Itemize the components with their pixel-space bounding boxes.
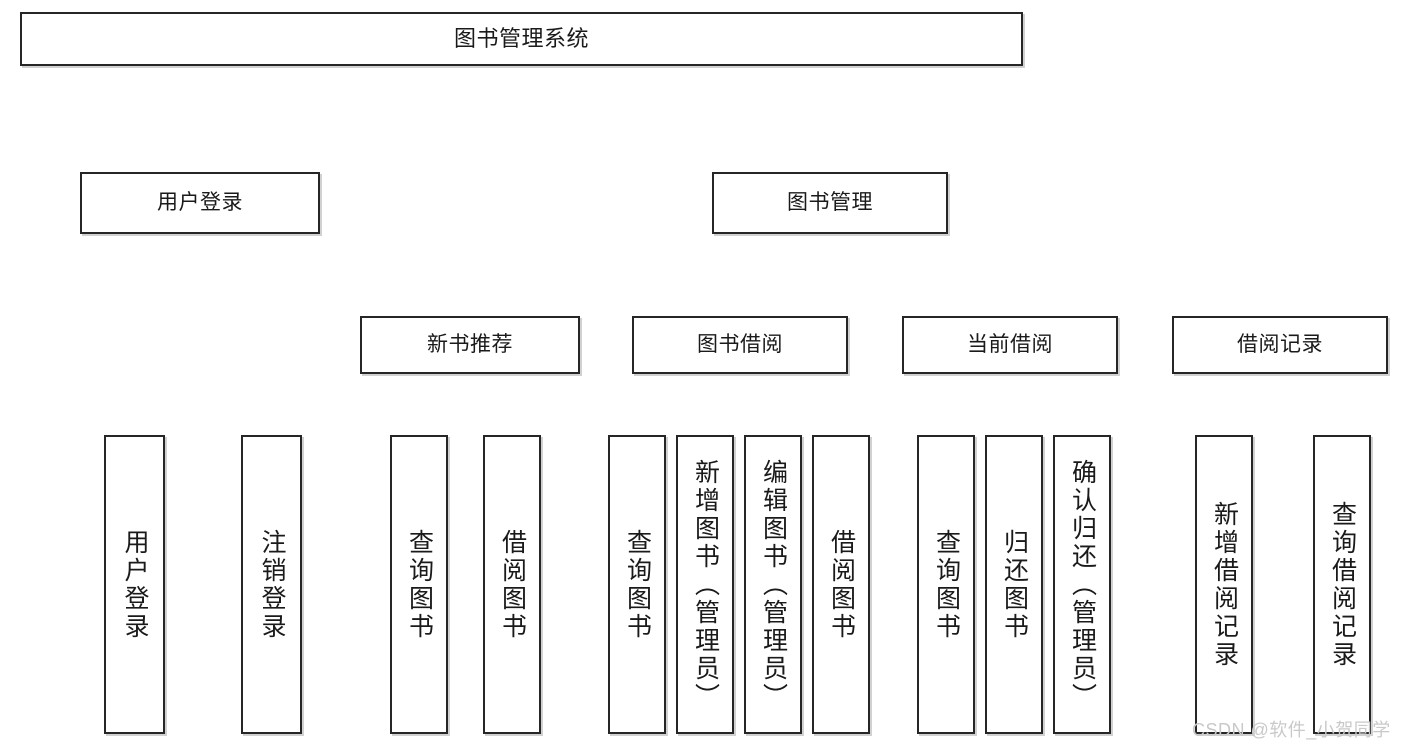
node-leaf-borrow-book-2-label: 借阅图书 xyxy=(827,528,856,641)
node-leaf-user-login[interactable]: 用户登录 xyxy=(104,435,165,734)
node-book-borrow[interactable]: 图书借阅 xyxy=(632,316,848,374)
node-current-borrow[interactable]: 当前借阅 xyxy=(902,316,1118,374)
node-leaf-confirm-return[interactable]: 确认归还（管理员） xyxy=(1053,435,1111,734)
node-leaf-edit-book-label: 编辑图书（管理员） xyxy=(759,458,788,711)
node-leaf-query-book-1-label: 查询图书 xyxy=(405,528,434,641)
node-root-label: 图书管理系统 xyxy=(453,26,589,52)
node-leaf-edit-book[interactable]: 编辑图书（管理员） xyxy=(744,435,802,734)
node-borrow-record-label: 借阅记录 xyxy=(1237,332,1323,356)
node-leaf-user-login-label: 用户登录 xyxy=(121,528,149,641)
node-leaf-confirm-return-label: 确认归还（管理员） xyxy=(1068,458,1097,711)
node-leaf-add-book[interactable]: 新增图书（管理员） xyxy=(676,435,734,734)
node-leaf-query-record[interactable]: 查询借阅记录 xyxy=(1313,435,1371,734)
node-book-manage-label: 图书管理 xyxy=(787,190,873,214)
node-leaf-add-record-label: 新增借阅记录 xyxy=(1210,500,1239,669)
node-user-login-label: 用户登录 xyxy=(157,190,243,214)
node-leaf-borrow-book-1[interactable]: 借阅图书 xyxy=(483,435,541,734)
node-new-book-rec[interactable]: 新书推荐 xyxy=(360,316,580,374)
node-leaf-return-book-label: 归还图书 xyxy=(1000,528,1029,641)
node-leaf-query-book-3[interactable]: 查询图书 xyxy=(917,435,975,734)
node-book-borrow-label: 图书借阅 xyxy=(697,332,783,356)
node-leaf-return-book[interactable]: 归还图书 xyxy=(985,435,1043,734)
node-leaf-query-book-2[interactable]: 查询图书 xyxy=(608,435,666,734)
node-leaf-borrow-book-1-label: 借阅图书 xyxy=(498,528,527,641)
node-user-login[interactable]: 用户登录 xyxy=(80,172,320,234)
node-new-book-rec-label: 新书推荐 xyxy=(427,332,513,356)
node-borrow-record[interactable]: 借阅记录 xyxy=(1172,316,1388,374)
node-leaf-query-book-1[interactable]: 查询图书 xyxy=(390,435,448,734)
node-leaf-add-book-label: 新增图书（管理员） xyxy=(691,458,720,711)
node-book-manage[interactable]: 图书管理 xyxy=(712,172,948,234)
node-leaf-query-book-2-label: 查询图书 xyxy=(623,528,652,641)
node-leaf-add-record[interactable]: 新增借阅记录 xyxy=(1195,435,1253,734)
node-leaf-query-record-label: 查询借阅记录 xyxy=(1328,500,1357,669)
node-leaf-query-book-3-label: 查询图书 xyxy=(932,528,961,641)
node-leaf-borrow-book-2[interactable]: 借阅图书 xyxy=(812,435,870,734)
node-root[interactable]: 图书管理系统 xyxy=(20,12,1023,66)
node-leaf-logout-label: 注销登录 xyxy=(258,528,286,641)
node-current-borrow-label: 当前借阅 xyxy=(967,332,1053,356)
node-leaf-logout[interactable]: 注销登录 xyxy=(241,435,302,734)
